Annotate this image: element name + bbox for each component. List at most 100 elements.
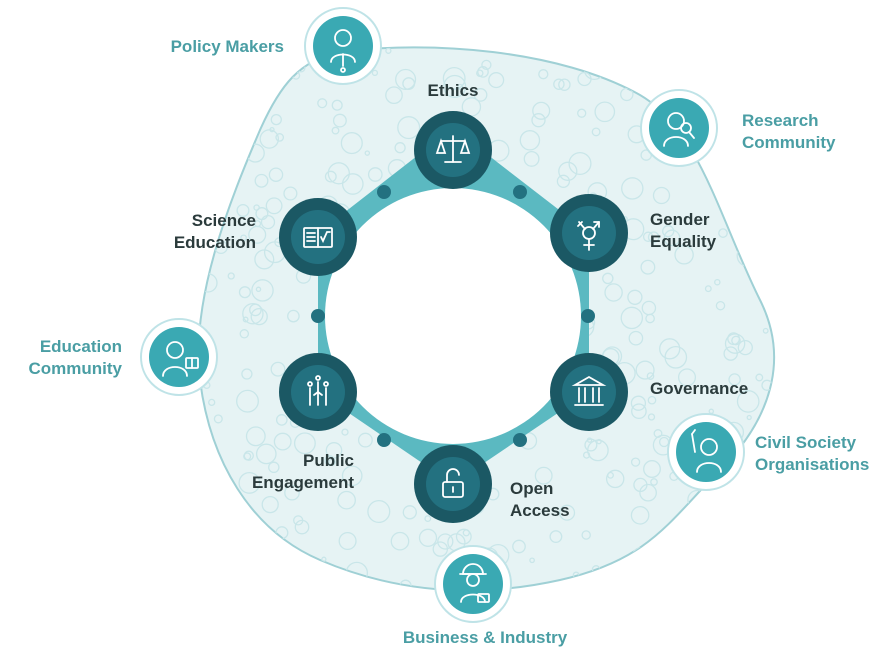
label-line: Public: [302, 451, 354, 470]
bubble: [331, 126, 340, 135]
key-label-public: Public Engagement: [200, 450, 354, 494]
label-line: Research: [742, 111, 819, 130]
bubble: [630, 395, 647, 411]
bubble: [742, 167, 762, 187]
bubble: [228, 158, 237, 167]
key-node-governance[interactable]: [550, 353, 628, 431]
bubble: [659, 338, 681, 360]
bubble: [631, 546, 651, 566]
bubble: [245, 426, 266, 447]
bubble: [270, 113, 282, 126]
label-line: Access: [510, 501, 570, 520]
bubble: [385, 47, 392, 54]
bubble: [239, 329, 250, 339]
stakeholder-education[interactable]: [140, 318, 218, 396]
bubble: [740, 513, 762, 535]
bubble: [217, 537, 226, 546]
bubble: [602, 272, 614, 285]
bubble: [627, 289, 643, 305]
key-node-gender[interactable]: [550, 194, 628, 272]
key-node-science[interactable]: [279, 198, 357, 276]
bubble: [251, 279, 274, 302]
bubble: [198, 267, 203, 283]
bubble: [728, 373, 741, 386]
ring-dot: [513, 185, 527, 199]
bubble: [488, 72, 505, 89]
bubble: [773, 401, 775, 418]
bubble: [367, 499, 391, 524]
bubble: [621, 177, 644, 200]
bubble: [341, 428, 349, 436]
bubble: [730, 93, 749, 112]
bubble: [284, 484, 300, 501]
stakeholder-policy[interactable]: [304, 7, 382, 85]
bubble: [738, 47, 760, 65]
bubble: [737, 339, 753, 356]
bubble: [277, 555, 294, 573]
bubble: [253, 543, 271, 561]
bubble: [243, 61, 264, 82]
key-node-public[interactable]: [279, 353, 357, 431]
stakeholder-civil[interactable]: [667, 413, 745, 491]
bubble: [605, 469, 625, 489]
bubble: [523, 150, 540, 167]
bubble: [749, 199, 771, 221]
bubble: [324, 455, 336, 466]
bubble: [229, 58, 251, 80]
bubble: [704, 285, 712, 293]
bubble: [755, 373, 764, 382]
bubble: [328, 458, 336, 467]
bubble: [738, 582, 746, 590]
bubble: [229, 532, 246, 549]
bubble: [198, 173, 212, 195]
bubble: [268, 461, 280, 474]
key-node-openaccess[interactable]: [414, 445, 492, 523]
bubble: [638, 67, 651, 80]
scales-icon: [435, 135, 471, 163]
bubble: [769, 523, 775, 530]
ring-dot: [581, 309, 595, 323]
bubble: [402, 505, 417, 520]
bubble: [716, 574, 729, 587]
key-node-ethics[interactable]: [414, 111, 492, 189]
bubble: [582, 451, 591, 459]
bubble: [243, 450, 254, 461]
bubble: [437, 533, 454, 550]
gender-icon: [577, 221, 600, 251]
bubble: [481, 59, 492, 71]
bubble: [367, 167, 383, 182]
bubble: [208, 398, 216, 407]
stakeholder-research[interactable]: [640, 89, 718, 167]
bubble: [553, 78, 565, 90]
ring-dot: [377, 433, 391, 447]
bubble: [604, 283, 623, 302]
raised-hand-icon: [691, 429, 722, 473]
key-label-governance: Governance: [650, 378, 748, 400]
bubble: [687, 577, 701, 590]
bubble: [259, 98, 269, 107]
stakeholder-label-policy: Policy Makers: [100, 36, 284, 58]
bubble: [531, 113, 546, 128]
bubble: [473, 88, 488, 102]
bubble: [647, 413, 656, 421]
bubble: [756, 215, 770, 229]
bubble: [213, 414, 223, 424]
bubble: [766, 543, 775, 554]
label-line: Business & Industry: [402, 628, 568, 647]
bubble: [762, 285, 771, 294]
bubble: [591, 127, 601, 137]
bubble: [337, 490, 356, 510]
bubble: [630, 505, 650, 525]
bubble: [584, 438, 598, 452]
bubble: [385, 86, 403, 105]
stakeholder-business[interactable]: [434, 545, 512, 623]
bubble: [227, 272, 235, 280]
bubble: [760, 557, 775, 579]
bubble: [710, 155, 719, 164]
bubble: [597, 47, 619, 58]
bubble: [718, 228, 728, 238]
bubble: [364, 150, 371, 156]
bubble: [457, 83, 464, 90]
bubble: [476, 69, 484, 77]
key-label-science: Science Education: [130, 210, 256, 254]
